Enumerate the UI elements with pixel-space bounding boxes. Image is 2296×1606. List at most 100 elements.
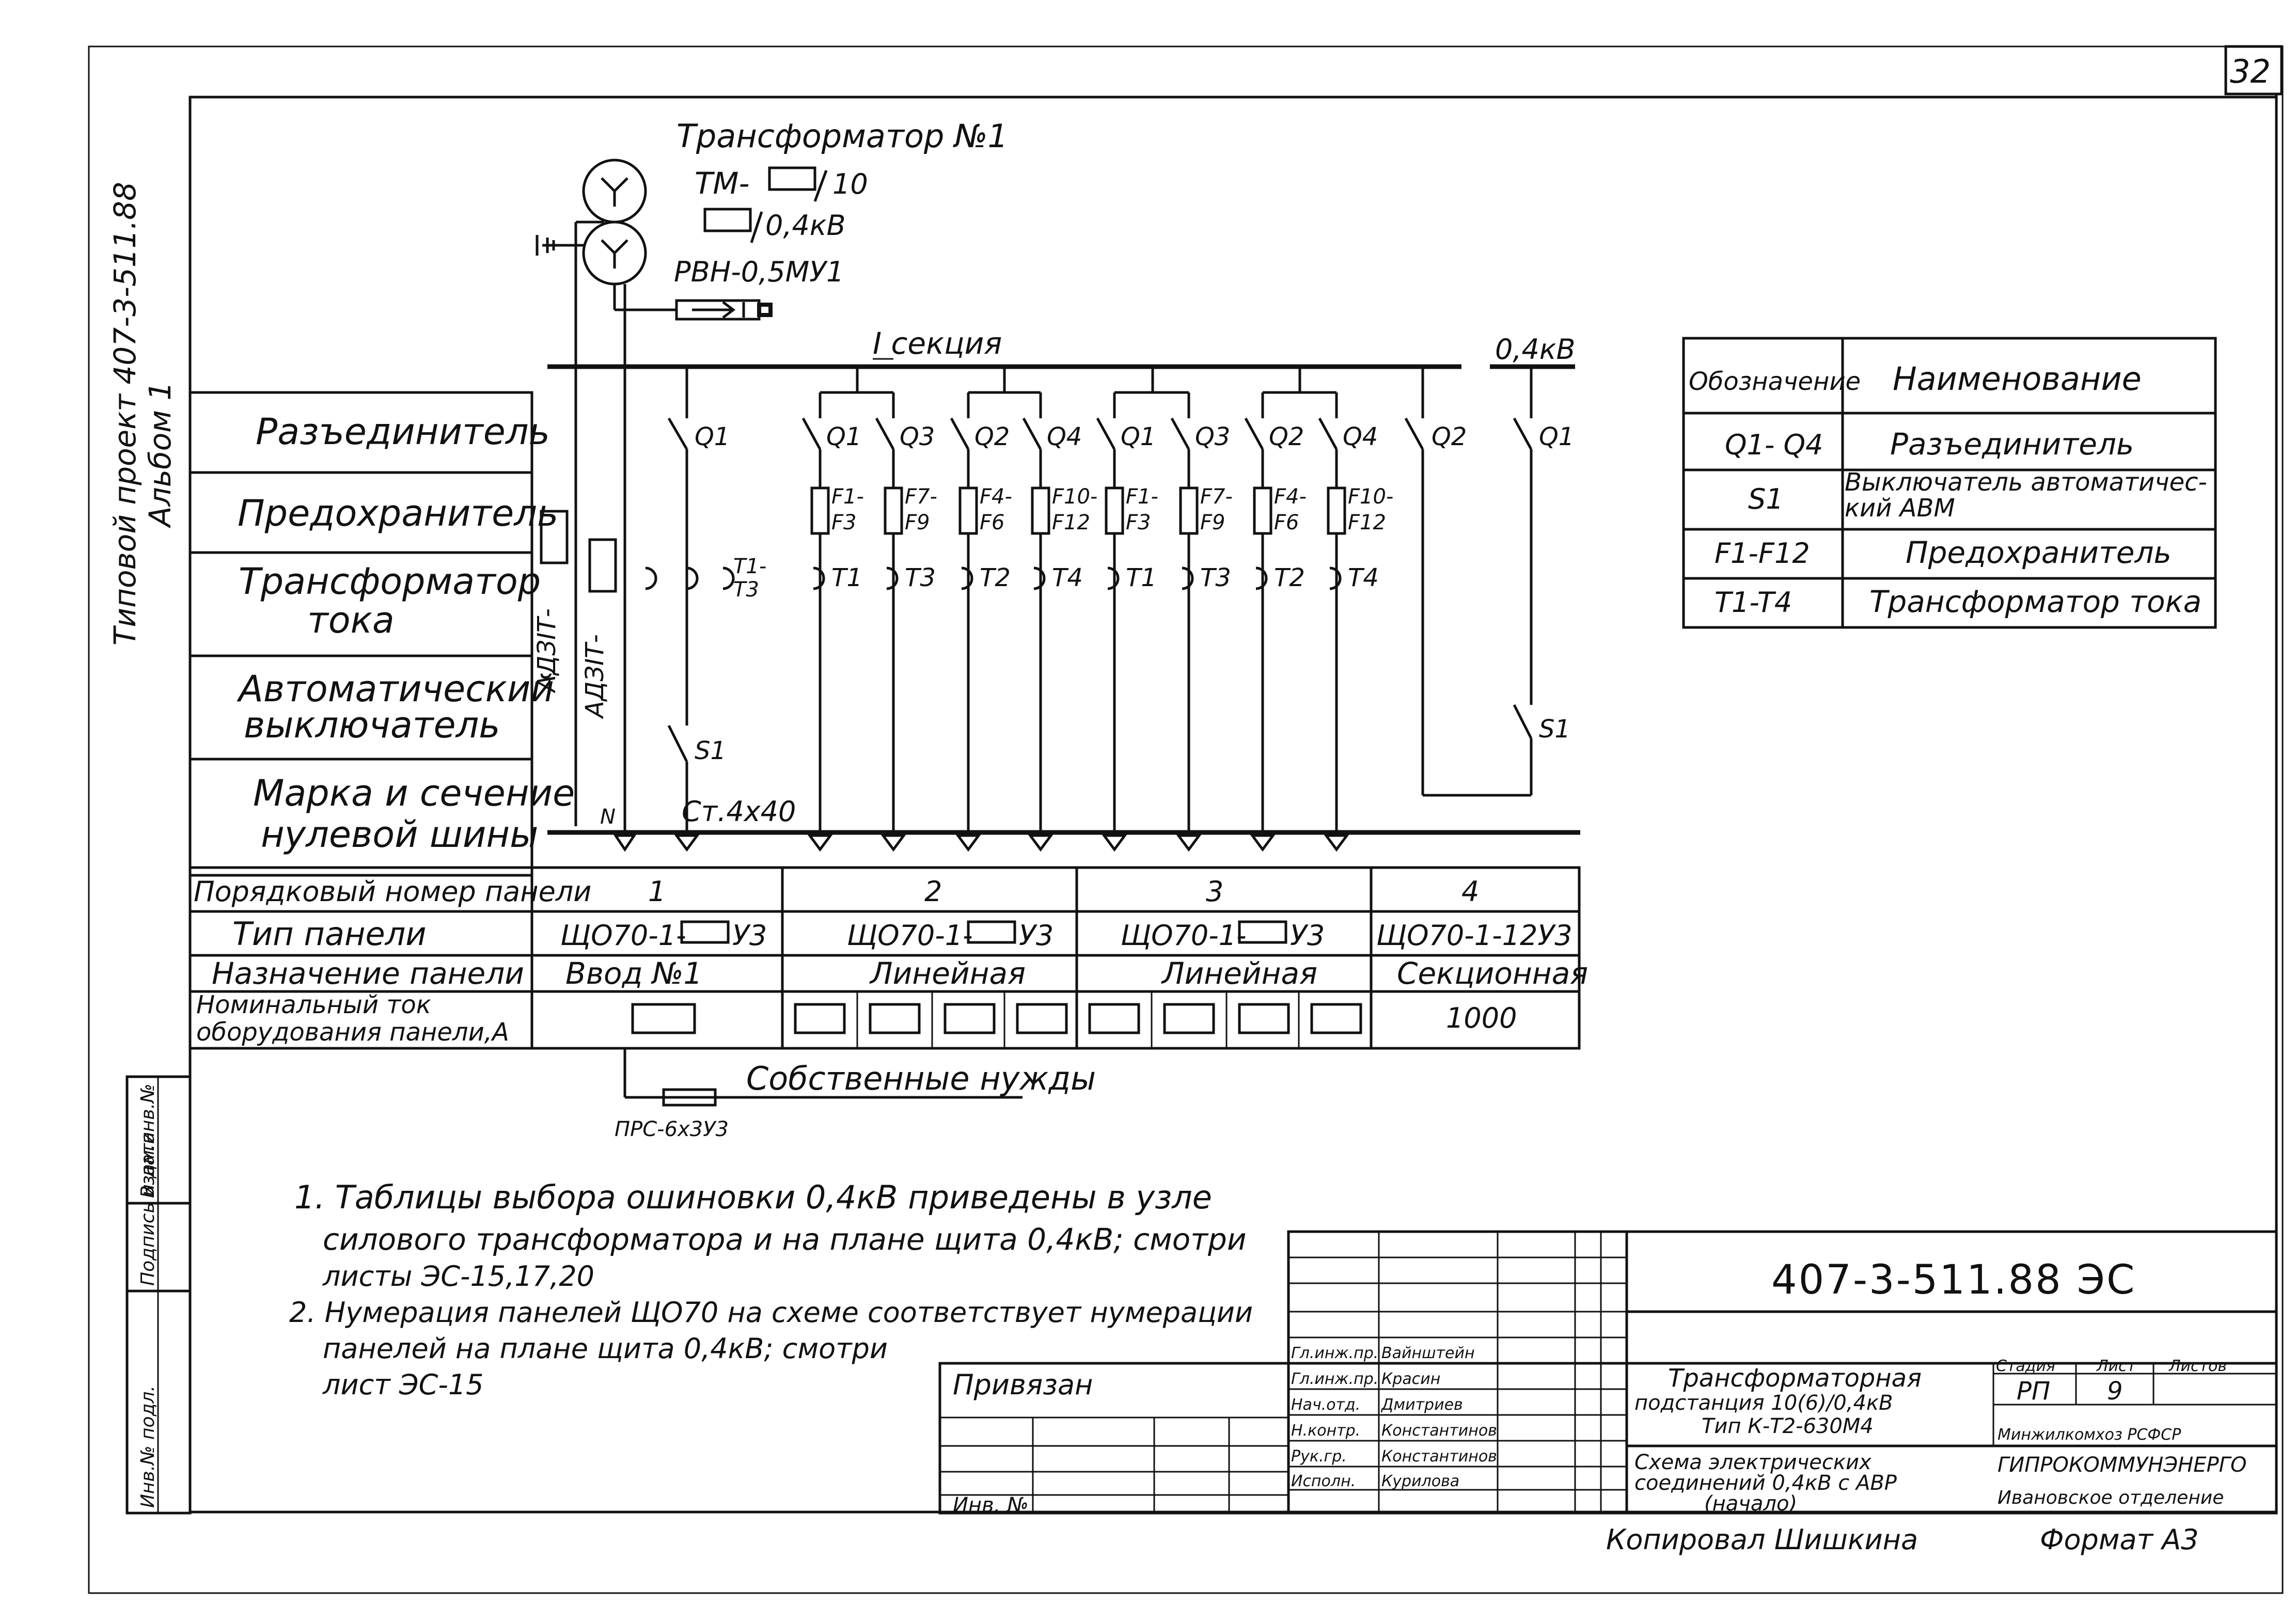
feeder-1 bbox=[801, 392, 830, 832]
privyazan-label: Привязан bbox=[953, 1368, 1093, 1401]
title-line-3: Тип К-Т2-630М4 bbox=[1702, 1414, 1874, 1438]
panel4-sectional bbox=[1404, 367, 1533, 797]
org-line-1: Минжилкомхоз РСФСР bbox=[1998, 1426, 2181, 1444]
row-disconnector: Разъединитель bbox=[256, 411, 550, 453]
title-line-2: подстанция 10(6)/0,4кВ bbox=[1634, 1391, 1893, 1415]
f3-fb: F6 bbox=[980, 511, 1004, 534]
name-3: Дмитриев bbox=[1380, 1396, 1463, 1414]
legend-code-4: T1-T4 bbox=[1715, 586, 1792, 619]
neutral-mark: N bbox=[600, 805, 616, 829]
role-1: Гл.инж.пр. bbox=[1291, 1344, 1378, 1362]
pt-number-3: 3 bbox=[1206, 875, 1223, 908]
legend-name-2a: Выключатель автоматичес- bbox=[1845, 468, 2207, 497]
role-2: Гл.инж.пр. bbox=[1291, 1370, 1378, 1388]
transformer-lv: 0,4кВ bbox=[765, 209, 846, 242]
stamp-vzam-inv: Взам.инв.№ bbox=[137, 1083, 159, 1198]
stage-value: РП bbox=[2017, 1377, 2050, 1406]
pt-type-2a: ЩО70-1- bbox=[847, 919, 973, 952]
panel-table bbox=[188, 866, 1581, 1050]
legend-code-3: F1-F12 bbox=[1715, 537, 1810, 570]
feeder-8 bbox=[1318, 392, 1346, 832]
cable-label-1: АДЗIТ- bbox=[532, 608, 561, 694]
sub-line-2: соединений 0,4кВ с АВР bbox=[1634, 1471, 1897, 1495]
pt-header-number: Порядковый номер панели bbox=[194, 875, 591, 908]
pt-purpose-3: Линейная bbox=[1161, 956, 1317, 991]
f1-fb: F3 bbox=[831, 511, 856, 534]
side-stamp-album: Альбом 1 bbox=[143, 382, 178, 529]
f4-t: T4 bbox=[1052, 563, 1083, 592]
transformer-switch-label: РВН-0,5МУ1 bbox=[674, 256, 844, 288]
feeder-6 bbox=[1170, 392, 1199, 832]
legend-name-1: Разъединитель bbox=[1890, 427, 2134, 462]
sheet-number: 32 bbox=[2230, 53, 2271, 90]
panel4-q1-label: Q1 bbox=[1539, 422, 1574, 451]
panel1-feeder bbox=[645, 367, 735, 832]
transformer-hv: 10 bbox=[832, 168, 868, 200]
inv-label: Инв. № bbox=[953, 1493, 1029, 1517]
role-3: Нач.отд. bbox=[1291, 1396, 1360, 1414]
stage-header: Стадия bbox=[1996, 1357, 2055, 1375]
f3-fa: F4- bbox=[980, 485, 1012, 509]
f4-q: Q4 bbox=[1047, 422, 1082, 451]
note-line-5: панелей на плане щита 0,4кВ; смотри bbox=[323, 1332, 888, 1365]
panel1-t13-label-b: T3 bbox=[733, 578, 759, 602]
f8-t: T4 bbox=[1348, 563, 1379, 592]
pt-type-1a: ЩО70-1- bbox=[560, 919, 686, 952]
sheet-value: 9 bbox=[2107, 1377, 2123, 1406]
row-ct-2: тока bbox=[307, 599, 395, 641]
f5-q: Q1 bbox=[1121, 422, 1156, 451]
aux-label: Собственные нужды bbox=[746, 1060, 1096, 1097]
feeder-5 bbox=[1096, 392, 1124, 832]
panel4-q2-label: Q2 bbox=[1432, 422, 1467, 451]
bus-voltage-label: 0,4кВ bbox=[1495, 333, 1576, 366]
f6-fa: F7- bbox=[1200, 485, 1233, 509]
sub-line-1: Схема электрических bbox=[1634, 1451, 1872, 1474]
legend-name-4: Трансформатор тока bbox=[1869, 584, 2201, 619]
f6-t: T3 bbox=[1200, 563, 1231, 592]
f8-fb: F12 bbox=[1348, 511, 1386, 534]
side-stamp: Типовой проект 407-3-511.88 Альбом 1 bbox=[107, 182, 178, 645]
transformer-symbol bbox=[536, 159, 647, 826]
note-line-2: силового трансформатора и на плане щита … bbox=[323, 1222, 1247, 1257]
f7-fb: F6 bbox=[1274, 511, 1299, 534]
pt-type-2b: У3 bbox=[1019, 919, 1053, 952]
pt-type-3b: У3 bbox=[1290, 919, 1325, 952]
feeder-3 bbox=[950, 392, 978, 832]
transformer-model: ТМ- bbox=[695, 166, 749, 201]
f1-q: Q1 bbox=[826, 422, 861, 451]
f1-t: T1 bbox=[831, 563, 862, 592]
name-5: Константинов bbox=[1381, 1447, 1497, 1466]
f4-fa: F10- bbox=[1052, 485, 1097, 509]
f7-q: Q2 bbox=[1269, 422, 1304, 451]
current-boxes bbox=[631, 1003, 1362, 1034]
row-breaker-1: Автоматический bbox=[237, 668, 554, 710]
note-line-4: 2. Нумерация панелей ЩО70 на схеме соотв… bbox=[289, 1296, 1253, 1329]
pt-type-4: ЩО70-1-12У3 bbox=[1376, 919, 1572, 952]
pt-header-purpose: Назначение панели bbox=[212, 956, 524, 991]
name-1: Вайнштейн bbox=[1381, 1344, 1475, 1362]
role-6: Исполн. bbox=[1291, 1472, 1356, 1490]
stamp-signature-date: Подпись и дата bbox=[137, 1132, 159, 1286]
legend-code-1: Q1- Q4 bbox=[1725, 429, 1823, 461]
rvn-switch bbox=[615, 299, 773, 321]
stamp-inv-podl: Инв.№ подл. bbox=[137, 1385, 159, 1508]
f2-fa: F7- bbox=[905, 485, 937, 509]
row-ct-1: Трансформатор bbox=[239, 560, 541, 603]
feeder-7 bbox=[1244, 392, 1272, 832]
pt-header-type: Тип панели bbox=[232, 915, 427, 953]
pt-type-1b: У3 bbox=[732, 919, 767, 952]
feeder-2 bbox=[875, 392, 903, 832]
f8-fa: F10- bbox=[1348, 485, 1393, 509]
sub-line-3: (начало) bbox=[1704, 1492, 1797, 1516]
f7-fa: F4- bbox=[1274, 485, 1307, 509]
org-line-3: Ивановское отделение bbox=[1998, 1487, 2224, 1508]
legend-table bbox=[1682, 337, 2217, 629]
neutral-bus-label: Ст.4х40 bbox=[682, 795, 796, 828]
legend-name-2b: кий АВМ bbox=[1845, 494, 1955, 523]
panel4-s1-label: S1 bbox=[1539, 715, 1570, 744]
title-line-1: Трансформаторная bbox=[1668, 1364, 1922, 1393]
sheets-header: Листов bbox=[2168, 1357, 2227, 1375]
sheet-format: Формат А3 bbox=[2040, 1523, 2199, 1556]
title-block bbox=[938, 1230, 2278, 1515]
role-4: Н.контр. bbox=[1291, 1422, 1360, 1440]
